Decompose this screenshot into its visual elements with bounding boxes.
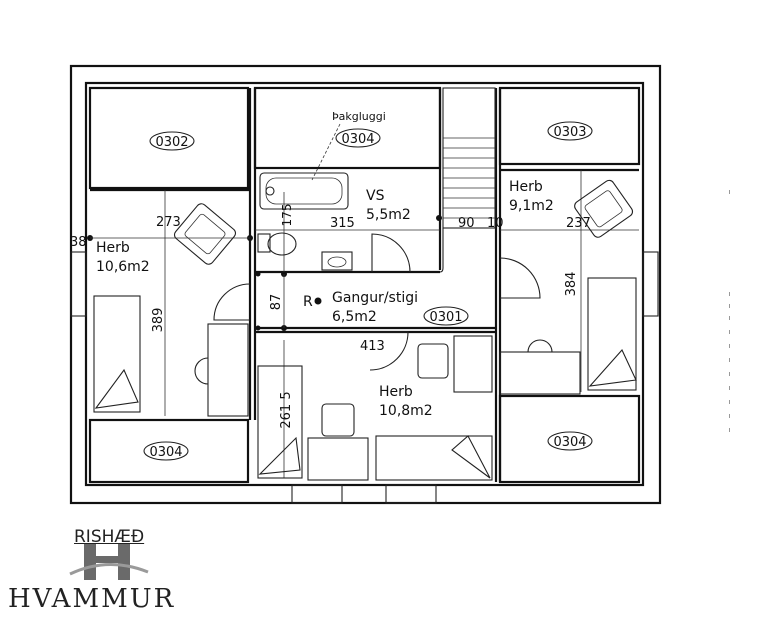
room-vs-name: VS [366,188,385,204]
code-oval-5 [143,441,189,461]
dim-2615: 261 5 [279,391,294,428]
code-0304-east: 0304 [553,435,586,450]
brand-name: HVAMMUR [8,584,176,614]
r-marker: R [303,294,313,310]
bathtub [259,172,349,210]
storage-0302 [88,86,250,190]
bed-west-fold [94,368,139,409]
tub-drain [265,186,275,196]
hvammur-h-logo [69,544,149,580]
toilet-tank [257,233,271,253]
window-south-2 [385,484,437,504]
edge-marks [729,190,730,432]
code-0301: 0301 [429,310,462,325]
dim-315: 315 [330,216,355,231]
bed-south [375,435,493,481]
armchair-west [173,203,237,265]
toilet-bowl [267,232,297,256]
dim-175: 175 [280,204,294,227]
room-herb-west-name: Herb [96,240,130,256]
staircase [439,87,496,273]
room-herb-south-name: Herb [379,384,413,400]
floor-stamp: RISHÆÐ [74,527,145,547]
code-0303: 0303 [553,125,586,140]
bed-east-fold [588,349,637,387]
room-herb-east-area: 9,1m2 [509,198,554,214]
bed-south-west [257,365,303,479]
storage-0304-west [88,418,250,484]
window-west [70,251,87,317]
dim-90: 90 [458,216,475,231]
door-herb-south [369,331,409,371]
bed-south-fold [451,435,491,479]
storage-0304-top [253,86,442,170]
code-0304-top: 0304 [341,132,374,147]
code-oval-6 [547,431,593,451]
code-0302: 0302 [155,135,188,150]
code-oval-4 [423,306,469,326]
skylight-label: Þakgluggi [332,110,386,123]
bed-west [93,295,141,413]
armchair-east [574,179,634,238]
desk-west [207,323,249,417]
dim-38: 38 [70,235,87,250]
desk-south [307,437,369,481]
skylight-leader [311,123,341,181]
bed-south-west-fold [258,436,301,475]
door-herb-west [213,283,251,321]
dim-237: 237 [566,216,591,231]
sink-basin [327,256,347,268]
dim-389: 389 [151,308,166,333]
chair-west [194,357,209,385]
dim-10: 10 [487,216,504,231]
r-dot [314,297,322,305]
code-0304-west: 0304 [149,445,182,460]
code-oval-2 [335,128,381,148]
door-herb-east [499,257,541,299]
code-oval-3 [547,121,593,141]
window-south-1 [291,484,343,504]
dim-413: 413 [360,339,385,354]
sink [321,251,353,271]
dim-87: 87 [269,294,284,311]
dim-273: 273 [156,215,181,230]
room-herb-west-area: 10,6m2 [96,259,150,275]
bed-east [587,277,637,391]
dim-384: 384 [564,272,579,297]
code-oval-1 [149,131,195,151]
room-vs-area: 5,5m2 [366,207,411,223]
door-bath [371,233,411,273]
cabinet-south [453,335,493,393]
chair-south-1 [417,343,449,379]
room-herb-east-name: Herb [509,179,543,195]
chair-south-2 [321,403,355,437]
room-herb-south-area: 10,8m2 [379,403,433,419]
desk-east [499,351,581,395]
chair-east [527,339,553,353]
room-gangur-area: 6,5m2 [332,309,377,325]
window-east [642,251,659,317]
bathtub-inner [265,177,343,205]
room-gangur-name: Gangur/stigi [332,290,418,306]
